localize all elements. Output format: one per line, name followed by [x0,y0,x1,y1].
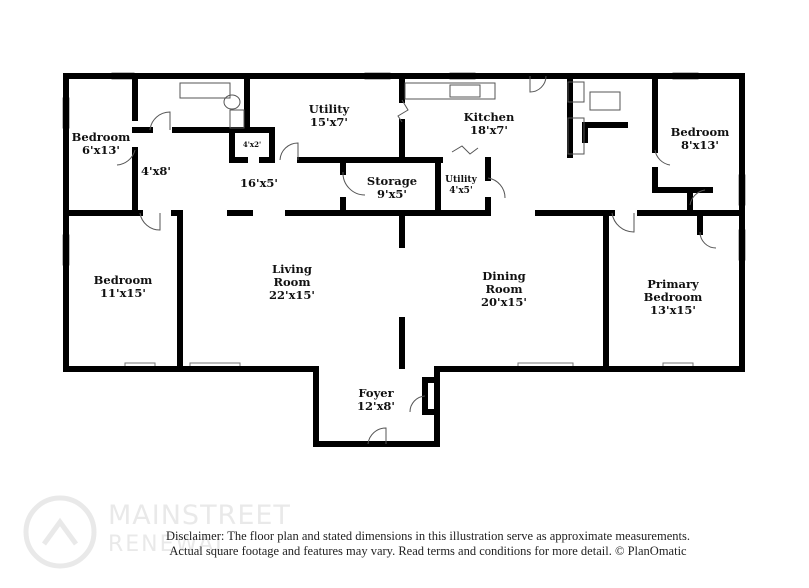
svg-text:Room: Room [273,275,310,289]
room-bedroom-11x15: Bedroom 11'x15' [94,273,153,300]
svg-text:12'x8': 12'x8' [357,399,395,413]
fixtures [116,75,717,445]
svg-text:Bedroom: Bedroom [671,125,730,139]
room-closet-4x2: 4'x2' [243,140,261,149]
svg-text:Primary: Primary [647,277,699,291]
room-primary-bedroom: Primary Bedroom 13'x15' [644,277,703,317]
svg-text:15'x7': 15'x7' [310,115,348,129]
svg-text:20'x15': 20'x15' [481,295,527,309]
logo-text: MAINSTREET [108,500,291,531]
walls [63,73,745,447]
svg-text:8'x13': 8'x13' [681,138,719,152]
svg-text:Bedroom: Bedroom [72,130,131,144]
svg-text:18'x7': 18'x7' [470,123,508,137]
logo-subtext: RENEWAL [108,532,230,557]
svg-text:Bedroom: Bedroom [94,273,153,287]
room-kitchen: Kitchen 18'x7' [464,110,515,137]
room-hall-4x8: 4'x8' [141,164,171,178]
svg-text:9'x5': 9'x5' [377,187,407,201]
svg-text:22'x15': 22'x15' [269,288,315,302]
svg-text:Utility: Utility [309,102,350,116]
svg-text:Dining: Dining [482,269,525,283]
mainstreet-logo-watermark: MAINSTREET RENEWAL [22,492,322,572]
svg-text:Kitchen: Kitchen [464,110,515,124]
room-utility-15x7: Utility 15'x7' [309,102,350,129]
room-foyer: Foyer 12'x8' [357,386,395,413]
room-living-room: Living Room 22'x15' [269,262,315,302]
disclaimer-line-2: Actual square footage and features may v… [169,544,687,558]
room-dining-room: Dining Room 20'x15' [481,269,527,309]
disclaimer: Disclaimer: The floor plan and stated di… [118,529,738,559]
svg-text:Room: Room [485,282,522,296]
svg-text:Utility: Utility [445,175,477,185]
svg-text:11'x15': 11'x15' [100,286,146,300]
svg-text:6'x13': 6'x13' [82,143,120,157]
svg-text:4'x5': 4'x5' [449,186,472,196]
disclaimer-line-1: Disclaimer: The floor plan and stated di… [166,529,690,543]
svg-text:Bedroom: Bedroom [644,290,703,304]
room-utility-4x5: Utility 4'x5' [445,175,477,196]
logo-icon [23,495,97,569]
room-storage: Storage 9'x5' [367,174,417,201]
svg-text:Storage: Storage [367,174,417,188]
svg-text:13'x15': 13'x15' [650,303,696,317]
room-bedroom-6x13: Bedroom 6'x13' [72,130,131,157]
room-hall-16x5: 16'x5' [240,176,278,190]
svg-text:Foyer: Foyer [358,386,394,400]
room-bedroom-8x13: Bedroom 8'x13' [671,125,730,152]
svg-text:Living: Living [272,262,312,276]
